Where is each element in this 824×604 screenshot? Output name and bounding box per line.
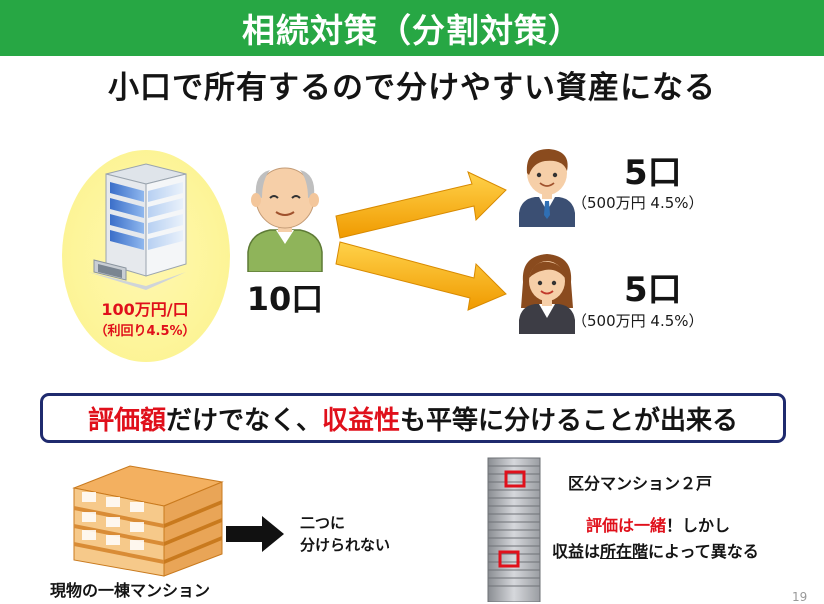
- office-building-icon: [88, 163, 187, 290]
- page-number: 19: [792, 590, 808, 604]
- subtitle: 小口で所有するので分けやすい資産になる: [108, 70, 716, 106]
- arrow-up-right-icon: [335, 171, 507, 239]
- lower-floor-marker: [498, 550, 520, 568]
- tower-mansion-icon: [487, 457, 541, 602]
- emphasis-profitability: 収益性: [322, 405, 401, 436]
- heir-1-units: 5口: [624, 153, 682, 193]
- apartment-building-icon: [72, 465, 224, 577]
- split-arrows: [335, 171, 507, 311]
- elderly-man-icon: [247, 167, 323, 272]
- income-suffix: によって異なる: [648, 542, 759, 561]
- emphasis-box: 評価額だけでなく、収益性も平等に分けることが出来る: [40, 393, 786, 443]
- floor-level: 所在階: [600, 542, 649, 561]
- heir-1-detail: （500万円 4.5%）: [572, 194, 704, 212]
- arrow-down-right-icon: [335, 241, 507, 311]
- slide-title: 相続対策（分割対策）: [242, 11, 582, 50]
- heir-2-units: 5口: [624, 270, 682, 310]
- emphasis-text-2: も平等に分けることが出来る: [400, 405, 739, 436]
- emphasis-valuation: 評価額: [87, 405, 166, 436]
- title-bar: 相続対策（分割対策）: [0, 0, 824, 56]
- building-caption: 現物の一棟マンション: [50, 581, 211, 600]
- upper-floor-marker: [504, 470, 526, 488]
- young-woman-icon: [519, 254, 575, 334]
- valuation-same-line: 評価は一緒！しかし: [586, 512, 730, 536]
- income-differs-line: 収益は所在階によって異なる: [552, 538, 759, 562]
- young-man-icon: [519, 149, 575, 227]
- arrow-right-icon: [226, 516, 284, 552]
- valuation-however: ！しかし: [666, 516, 731, 535]
- income-prefix: 収益は: [552, 542, 601, 561]
- cannot-divide-line1: 二つに: [300, 514, 346, 532]
- cannot-divide-line2: 分けられない: [300, 536, 391, 554]
- heir-2-detail: （500万円 4.5%）: [572, 312, 704, 330]
- unit-mansion-heading: 区分マンション２戸: [568, 474, 713, 493]
- owner-units: 10口: [246, 280, 324, 318]
- building-yield: （利回り4.5%）: [94, 324, 196, 339]
- building-price: 100万円/口: [101, 300, 189, 319]
- emphasis-text-1: だけでなく、: [165, 405, 322, 436]
- valuation-same: 評価は一緒: [586, 516, 667, 535]
